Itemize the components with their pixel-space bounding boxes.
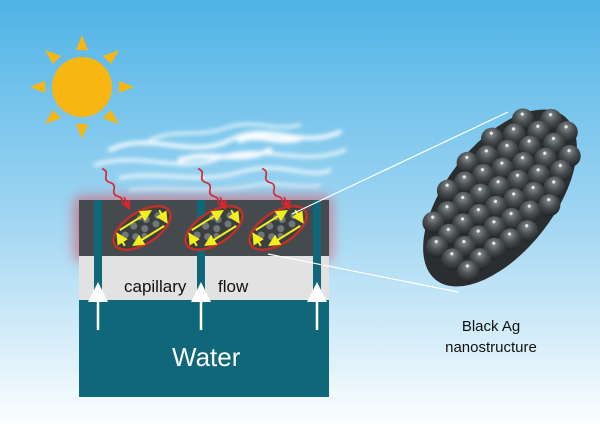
- nanosphere: [483, 216, 506, 239]
- nanosphere-highlight: [511, 127, 516, 131]
- nanosphere-highlight: [507, 232, 512, 236]
- nanosphere: [538, 194, 561, 217]
- nanosphere-highlight: [531, 185, 535, 190]
- nanosphere-highlight: [450, 252, 454, 256]
- nanosphere: [543, 176, 566, 199]
- nanosphere-highlight: [527, 204, 531, 208]
- nanosphere-highlight: [492, 241, 496, 245]
- nanosphere: [425, 236, 448, 259]
- nanosphere-highlight: [461, 217, 465, 221]
- capillary-flow-arrows: [88, 282, 327, 330]
- nanosphere: [472, 163, 495, 186]
- nanosphere: [534, 147, 557, 170]
- nanoparticle-2: [184, 205, 244, 251]
- sun-icon: [30, 35, 134, 139]
- nanosphere-highlight: [465, 264, 470, 268]
- nanosphere: [522, 181, 545, 204]
- nanosphere: [485, 195, 508, 218]
- nanosphere: [499, 228, 522, 251]
- nanosphere-highlight: [445, 205, 449, 209]
- nanosphere-highlight: [551, 136, 556, 141]
- nanosphere-highlight: [446, 227, 450, 232]
- nanosphere: [453, 171, 476, 194]
- nanosphere: [457, 260, 480, 283]
- nanosphere-highlight: [558, 163, 562, 168]
- nanosphere-highlight: [543, 151, 547, 155]
- nanosphere-highlight: [462, 175, 466, 179]
- nanosphere-highlight: [493, 199, 498, 203]
- nanosphere-highlight: [509, 211, 513, 216]
- nanosphere: [487, 176, 510, 199]
- nanosphere: [436, 179, 459, 202]
- capillary-label: capillary: [124, 277, 187, 296]
- sunlight-rays: [101, 167, 284, 204]
- nanosphere: [475, 145, 498, 168]
- nanoparticle-3: [248, 205, 308, 251]
- nanosphere-highlight: [478, 187, 482, 191]
- nanostructure-label-line1: Black Ag: [462, 318, 520, 335]
- nanosphere-highlight: [500, 161, 504, 165]
- nanosphere-highlight: [492, 220, 496, 224]
- nanosphere-highlight: [547, 198, 551, 202]
- black-ag-nanostructure-zoom: [422, 108, 581, 287]
- nanosphere-highlight: [536, 124, 540, 128]
- nanosphere-highlight: [434, 239, 438, 244]
- nanosphere: [469, 183, 492, 206]
- nanosphere-highlight: [567, 149, 571, 153]
- nanosphere-highlight: [465, 155, 469, 159]
- nanosphere: [518, 135, 541, 158]
- nanosphere: [441, 248, 464, 271]
- nanosphere: [503, 123, 526, 146]
- nanosphere-highlight: [515, 173, 520, 177]
- nanosphere-highlight: [548, 113, 553, 117]
- nanosphere-highlight: [480, 167, 485, 172]
- flow-label: flow: [218, 277, 249, 296]
- nanosphere: [527, 164, 550, 187]
- nanosphere: [507, 169, 530, 192]
- ray-impact-arrows: [121, 196, 291, 211]
- nanosphere: [456, 151, 479, 174]
- nanosphere-highlight: [564, 125, 568, 129]
- nanosphere-highlight: [527, 139, 531, 143]
- vapor-steam: [93, 123, 347, 191]
- nanosphere-highlight: [461, 195, 465, 200]
- nanosphere-highlight: [520, 112, 524, 116]
- nanosphere: [550, 159, 573, 182]
- nanosphere: [481, 127, 504, 150]
- nanosphere-highlight: [484, 149, 488, 153]
- nanosphere-highlight: [512, 192, 516, 196]
- nanosphere: [500, 207, 523, 230]
- nanosphere-highlight: [445, 183, 449, 187]
- nanosphere: [496, 139, 519, 162]
- nanosphere-highlight: [431, 215, 435, 219]
- water-reservoir: [79, 300, 329, 397]
- nanosphere: [452, 191, 475, 214]
- nanosphere-highlight: [462, 240, 466, 244]
- nanosphere-highlight: [496, 180, 500, 184]
- nanosphere-highlight: [477, 252, 482, 256]
- nanosphere: [468, 204, 491, 227]
- nanosphere-highlight: [536, 168, 540, 172]
- nanoparticle-1: [112, 205, 172, 251]
- nanosphere: [516, 220, 539, 243]
- nanosphere: [503, 188, 526, 211]
- nanosphere: [519, 200, 542, 223]
- nanosphere-highlight: [525, 224, 529, 228]
- nanosphere-highlight: [476, 208, 480, 212]
- nanosphere: [491, 157, 514, 180]
- nanostructure-label-line2: nanostructure: [445, 339, 537, 356]
- nanosphere-highlight: [476, 229, 480, 233]
- nanosphere: [512, 152, 535, 175]
- nanosphere: [422, 211, 445, 234]
- nanosphere-highlight: [520, 156, 525, 160]
- zoom-callout-lines: [267, 111, 509, 293]
- nanosphere-highlight: [505, 143, 509, 148]
- water-label: Water: [172, 342, 241, 372]
- nanosphere-highlight: [489, 131, 493, 135]
- nanosphere-highlight: [552, 180, 556, 184]
